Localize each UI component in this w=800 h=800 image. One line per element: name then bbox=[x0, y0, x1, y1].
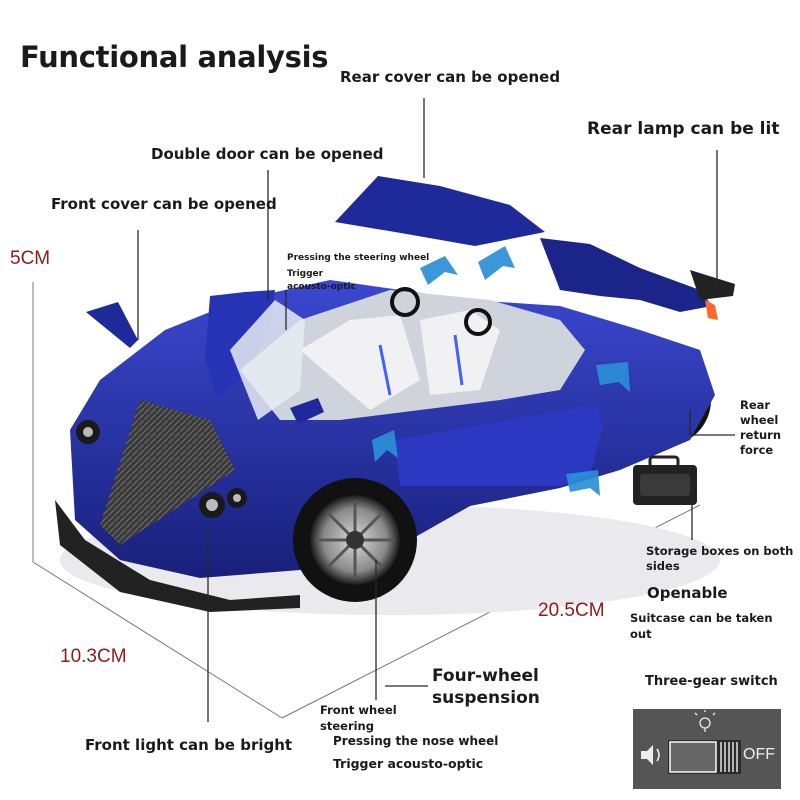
motion-arrows bbox=[372, 246, 630, 496]
label-rear-cover: Rear cover can be opened bbox=[340, 68, 561, 86]
label-front-wheel-1: Front wheel bbox=[320, 703, 397, 717]
dimension-width: 10.3CM bbox=[60, 646, 127, 667]
label-nose-wheel: Pressing the nose wheel bbox=[333, 734, 499, 748]
label-rear-wheel-return-1: Rear bbox=[740, 398, 771, 412]
label-front-cover: Front cover can be opened bbox=[51, 195, 277, 213]
label-rear-wheel-return-2: wheel bbox=[740, 413, 779, 427]
speaker-icon bbox=[641, 745, 660, 765]
label-steering-wheel-2: Trigger bbox=[287, 269, 324, 279]
label-storage-boxes-2: sides bbox=[646, 559, 680, 573]
headlight-right bbox=[199, 488, 247, 518]
leader-lines bbox=[137, 98, 735, 722]
page-title: Functional analysis bbox=[20, 40, 329, 74]
label-openable: Openable bbox=[647, 584, 728, 602]
front-wheel bbox=[293, 478, 417, 602]
label-storage-boxes-1: Storage boxes on both bbox=[646, 544, 794, 558]
label-suitcase-2: out bbox=[630, 627, 652, 641]
label-rear-wheel-return-4: force bbox=[740, 443, 774, 457]
label-four-wheel-2: suspension bbox=[432, 688, 540, 708]
headlight-left bbox=[76, 420, 100, 444]
label-front-light: Front light can be bright bbox=[85, 736, 293, 754]
switch-off-label: OFF bbox=[743, 746, 775, 763]
label-suitcase-1: Suitcase can be taken bbox=[630, 611, 773, 625]
label-rear-wheel-return-3: return bbox=[740, 428, 782, 442]
label-four-wheel-1: Four-wheel bbox=[432, 666, 539, 686]
label-three-gear: Three-gear switch bbox=[645, 674, 778, 689]
label-steering-wheel-1: Pressing the steering wheel bbox=[287, 253, 430, 263]
label-trigger-acousto: Trigger acousto-optic bbox=[333, 756, 484, 771]
dimension-height: 5CM bbox=[10, 248, 51, 269]
label-steering-wheel-3: acousto-optic bbox=[287, 282, 356, 292]
label-double-door: Double door can be opened bbox=[151, 145, 384, 163]
label-front-wheel-2: steering bbox=[320, 719, 374, 733]
light-bulb-icon bbox=[694, 710, 716, 732]
label-rear-lamp: Rear lamp can be lit bbox=[587, 119, 780, 139]
dimension-length: 20.5CM bbox=[538, 600, 605, 621]
three-gear-switch: OFF bbox=[633, 709, 781, 789]
suitcase bbox=[633, 455, 697, 505]
